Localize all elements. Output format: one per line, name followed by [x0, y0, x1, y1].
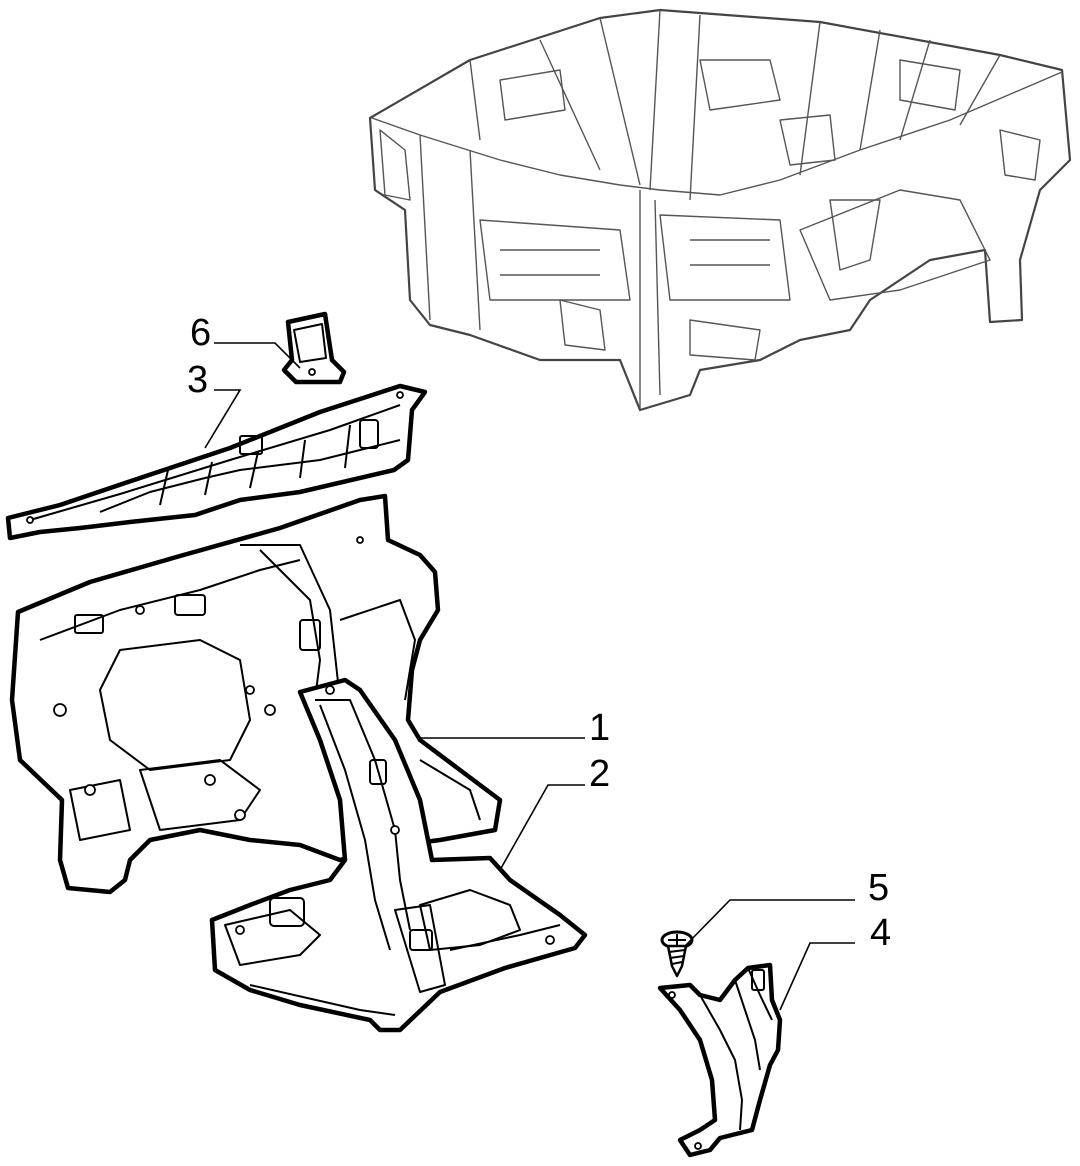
leader-5: [684, 899, 855, 947]
leader-6: [214, 342, 301, 369]
leader-3: [204, 389, 242, 449]
part-6-bracket: [281, 311, 347, 385]
callout-1: 1: [589, 707, 610, 749]
callout-2: 2: [589, 753, 610, 795]
callout-5: 5: [868, 867, 889, 909]
leader-2: [499, 784, 585, 871]
part-2-floor-reinforcement: [209, 677, 588, 1033]
vehicle-body-shell-outline: [368, 8, 1072, 412]
callout-6: 6: [190, 312, 211, 354]
part-5-screw: [660, 930, 694, 978]
leader-4: [779, 942, 855, 1011]
callout-labels: 6 3 1 2 5 4: [187, 312, 891, 954]
callout-4: 4: [870, 912, 891, 954]
part-3-upper-rail: [5, 383, 428, 541]
leader-lines: [204, 342, 855, 1011]
part-4-lower-bracket: [657, 962, 783, 1158]
callout-3: 3: [187, 359, 208, 401]
